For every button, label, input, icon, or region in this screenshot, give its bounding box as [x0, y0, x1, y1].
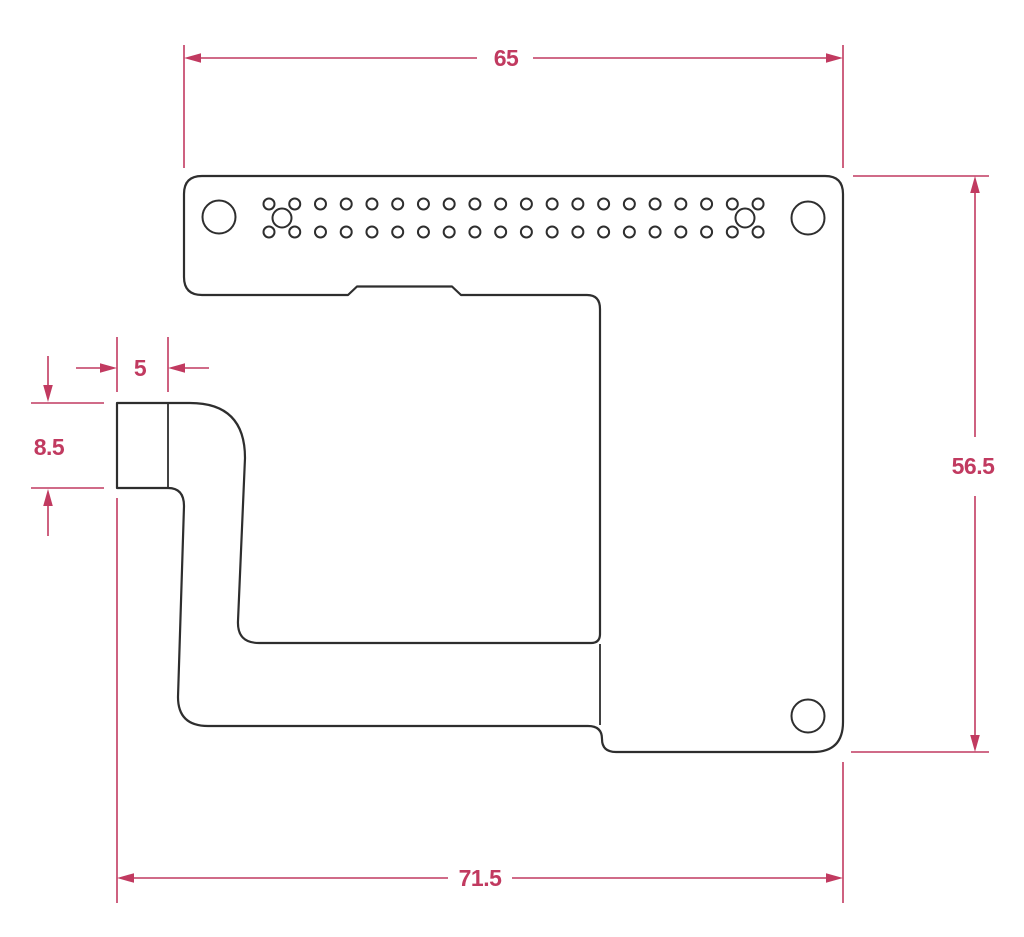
arrowhead-right-icon [100, 363, 117, 373]
header-hole [339, 197, 353, 211]
header-hole [313, 197, 327, 211]
dimension-label: 65 [494, 45, 519, 71]
header-hole [468, 225, 482, 239]
header-hole [597, 197, 611, 211]
header-hole [674, 225, 688, 239]
arrowhead-left-icon [184, 53, 201, 63]
header-hole [545, 197, 559, 211]
mounting-hole [201, 199, 237, 235]
dimension-tab-width: 5 [76, 337, 209, 392]
header-hole [391, 197, 405, 211]
cluster-hole [734, 207, 756, 229]
header-hole [288, 225, 302, 239]
header-hole [416, 197, 430, 211]
header-hole [288, 197, 302, 211]
arrowhead-down-icon [970, 735, 980, 752]
arrowhead-right-icon [826, 53, 843, 63]
header-hole [545, 225, 559, 239]
header-hole [442, 197, 456, 211]
header-hole [700, 197, 714, 211]
arrowhead-up-icon [43, 489, 53, 506]
header-hole [391, 225, 405, 239]
mounting-hole [790, 200, 826, 236]
header-holes-group [262, 197, 765, 239]
header-hole [648, 225, 662, 239]
dimension-label: 71.5 [459, 865, 502, 891]
cluster-hole [271, 207, 293, 229]
header-hole [365, 197, 379, 211]
header-hole [416, 225, 430, 239]
header-hole [571, 225, 585, 239]
header-hole [571, 197, 585, 211]
header-hole [262, 225, 276, 239]
header-hole [262, 197, 276, 211]
header-hole [622, 225, 636, 239]
header-hole [313, 225, 327, 239]
cluster-holes-group [271, 207, 756, 229]
arrowhead-right-icon [826, 873, 843, 883]
header-hole [339, 225, 353, 239]
dimension-top-width: 65 [183, 45, 844, 168]
board-outline [115, 174, 845, 754]
header-hole [725, 197, 739, 211]
dimension-right-height: 56.5 [851, 175, 996, 753]
header-hole [365, 225, 379, 239]
header-hole [519, 225, 533, 239]
header-hole [442, 225, 456, 239]
header-hole [519, 197, 533, 211]
dimension-bottom-width: 71.5 [116, 498, 844, 903]
header-hole [622, 197, 636, 211]
header-hole [674, 197, 688, 211]
header-hole [751, 197, 765, 211]
dimension-label: 8.5 [34, 434, 65, 460]
arrowhead-down-icon [43, 385, 53, 402]
arrowhead-up-icon [970, 176, 980, 193]
header-hole [597, 225, 611, 239]
dimension-label: 56.5 [952, 453, 995, 479]
arrowhead-left-icon [117, 873, 134, 883]
header-hole [468, 197, 482, 211]
dimension-label: 5 [134, 355, 147, 381]
arrowhead-left-icon [168, 363, 185, 373]
dimension-tab-height: 8.5 [31, 356, 104, 536]
mounting-holes-group [201, 199, 826, 734]
mounting-hole [790, 698, 826, 734]
header-hole [751, 225, 765, 239]
header-hole [494, 225, 508, 239]
header-hole [725, 225, 739, 239]
header-hole [494, 197, 508, 211]
header-hole [648, 197, 662, 211]
header-hole [700, 225, 714, 239]
